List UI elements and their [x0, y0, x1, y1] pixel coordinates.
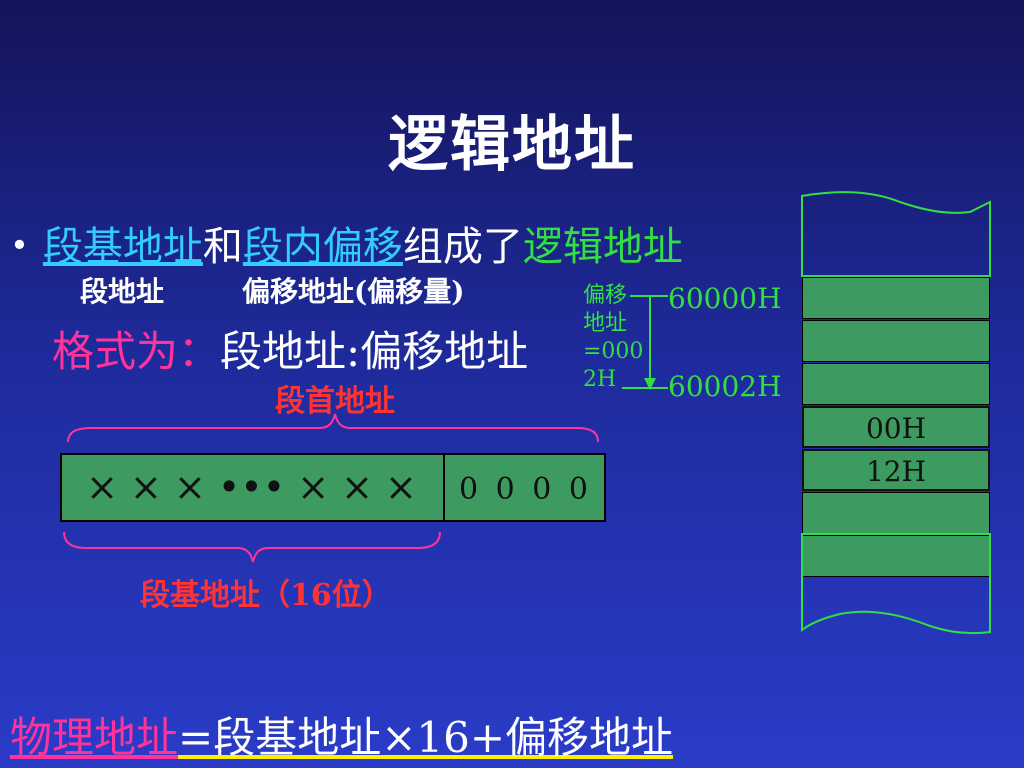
- label-segment-address: 段地址: [80, 275, 165, 308]
- segment-base-label: 段基地址（16位）: [140, 578, 392, 613]
- memory-outline-top: [801, 191, 991, 277]
- offset-arrow-head-icon: [644, 378, 656, 390]
- memory-cell: 00H: [802, 406, 990, 448]
- conj-and: 和: [202, 224, 243, 270]
- verb-compose: 组成了: [402, 224, 523, 270]
- bullet-dot-icon: •: [10, 226, 29, 264]
- memory-cell: 12H: [802, 449, 990, 491]
- offset-note-line: 偏移: [583, 283, 628, 308]
- segment-first-address-label: 段首地址: [275, 384, 395, 419]
- offset-note-line: 2H: [583, 367, 617, 392]
- offset-note-line: 地址: [583, 311, 628, 336]
- offset-note: 偏移 地址 =000 2H: [583, 282, 643, 394]
- register-low-bits: 0 0 0 0: [459, 472, 592, 507]
- formula-physical-address: 物理地址: [10, 713, 179, 762]
- register-high-bits: × × × ••• × × ×: [86, 465, 417, 509]
- address-60000h: 60000H: [668, 282, 782, 315]
- formula-expression: =段基地址×16+偏移地址: [178, 713, 674, 762]
- formula-line: 物理地址=段基地址×16+偏移地址: [10, 704, 673, 765]
- memory-cell: [802, 363, 990, 405]
- register-box: [60, 453, 606, 522]
- brace-bottom-icon: [63, 531, 441, 563]
- term-segment-base: 段基地址: [42, 224, 203, 270]
- memory-cell: [802, 535, 990, 577]
- register-divider: [443, 453, 445, 522]
- format-content: 段地址:偏移地址: [220, 327, 529, 376]
- format-prefix: 格式为：: [52, 327, 221, 376]
- label-offset-address: 偏移地址(偏移量): [242, 275, 465, 308]
- bullet-line: • 段基地址和段内偏移组成了逻辑地址: [10, 214, 683, 272]
- memory-outline-bottom: [801, 533, 991, 635]
- format-line: 格式为：段地址:偏移地址: [52, 318, 528, 379]
- slide-title: 逻辑地址: [388, 110, 636, 180]
- memory-cell: [802, 320, 990, 362]
- memory-cell: [802, 277, 990, 319]
- address-60002h: 60002H: [668, 370, 782, 403]
- brace-top-icon: [67, 413, 599, 443]
- term-segment-offset: 段内偏移: [242, 224, 403, 270]
- offset-note-line: =000: [583, 339, 644, 364]
- term-logical-address: 逻辑地址: [522, 224, 683, 270]
- memory-column: 00H 12H: [802, 276, 990, 577]
